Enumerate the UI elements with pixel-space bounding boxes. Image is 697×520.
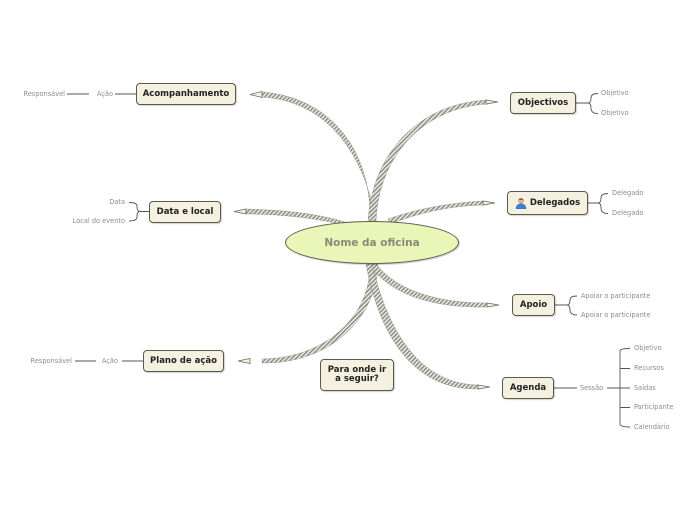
topic-apoio[interactable]: Apoio bbox=[512, 294, 555, 316]
arrowhead-delegados bbox=[482, 200, 496, 206]
bracket-data-local bbox=[128, 202, 150, 222]
arrowheads bbox=[233, 90, 500, 390]
bracket-objectivos bbox=[576, 93, 599, 114]
arrowhead-objectivos bbox=[485, 99, 499, 105]
leaf-objetivo-2[interactable]: Objetivo bbox=[601, 109, 629, 117]
arrowhead-plano bbox=[237, 358, 251, 364]
leaf-delegado-2[interactable]: Delegado bbox=[612, 209, 644, 217]
topic-objectivos[interactable]: Objectivos bbox=[510, 92, 576, 114]
leaf-agenda-objetivo[interactable]: Objetivo bbox=[634, 344, 662, 352]
leaf-connectors bbox=[67, 93, 631, 428]
arrowhead-agenda bbox=[477, 384, 491, 390]
connector-apoio bbox=[369, 263, 488, 308]
leaf-acompanhamento-acao[interactable]: Ação bbox=[96, 90, 113, 98]
topic-delegados[interactable]: Delegados bbox=[507, 191, 588, 215]
leaf-agenda-participante[interactable]: Participante bbox=[634, 403, 674, 411]
connector-plano bbox=[261, 261, 379, 364]
leaf-delegado-1[interactable]: Delegado bbox=[612, 189, 644, 197]
leaf-plano-acao[interactable]: Ação bbox=[101, 357, 118, 365]
branch-connectors bbox=[245, 91, 489, 390]
topic-plano-acao[interactable]: Plano de ação bbox=[143, 350, 224, 372]
bracket-agenda bbox=[607, 348, 631, 428]
leaf-agenda-recursos[interactable]: Recursos bbox=[634, 364, 664, 372]
user-icon bbox=[515, 197, 527, 209]
bracket-apoio bbox=[555, 295, 578, 316]
leaf-local-evento[interactable]: Local do evento bbox=[72, 217, 125, 225]
bracket-delegados bbox=[587, 193, 609, 214]
topic-acompanhamento[interactable]: Acompanhamento bbox=[136, 83, 236, 105]
leaf-agenda-saidas[interactable]: Saídas bbox=[634, 384, 656, 392]
floating-topic-next-steps[interactable]: Para onde ir a seguir? bbox=[320, 359, 394, 391]
leaf-acompanhamento-responsavel[interactable]: Responsável bbox=[23, 90, 65, 98]
topic-agenda[interactable]: Agenda bbox=[502, 377, 554, 399]
connector-delegados bbox=[387, 200, 484, 225]
connector-acompanhamento bbox=[261, 91, 377, 223]
topic-data-local[interactable]: Data e local bbox=[149, 201, 221, 223]
arrowhead-apoio bbox=[486, 302, 500, 308]
central-topic[interactable]: Nome da oficina bbox=[285, 221, 459, 264]
arrowhead-data-local bbox=[233, 208, 247, 215]
leaf-data[interactable]: Data bbox=[109, 198, 125, 206]
leaf-plano-responsavel[interactable]: Responsável bbox=[30, 357, 72, 365]
leaf-apoiar-2[interactable]: Apoiar o participante bbox=[581, 311, 651, 319]
leaf-objetivo-1[interactable]: Objetivo bbox=[601, 89, 629, 97]
arrowhead-acompanhamento bbox=[249, 90, 263, 99]
leaf-sessao[interactable]: Sessão bbox=[580, 384, 604, 392]
leaf-apoiar-1[interactable]: Apoiar o participante bbox=[581, 292, 651, 300]
leaf-agenda-calendario[interactable]: Calendário bbox=[634, 423, 670, 431]
delegados-label: Delegados bbox=[529, 198, 581, 208]
